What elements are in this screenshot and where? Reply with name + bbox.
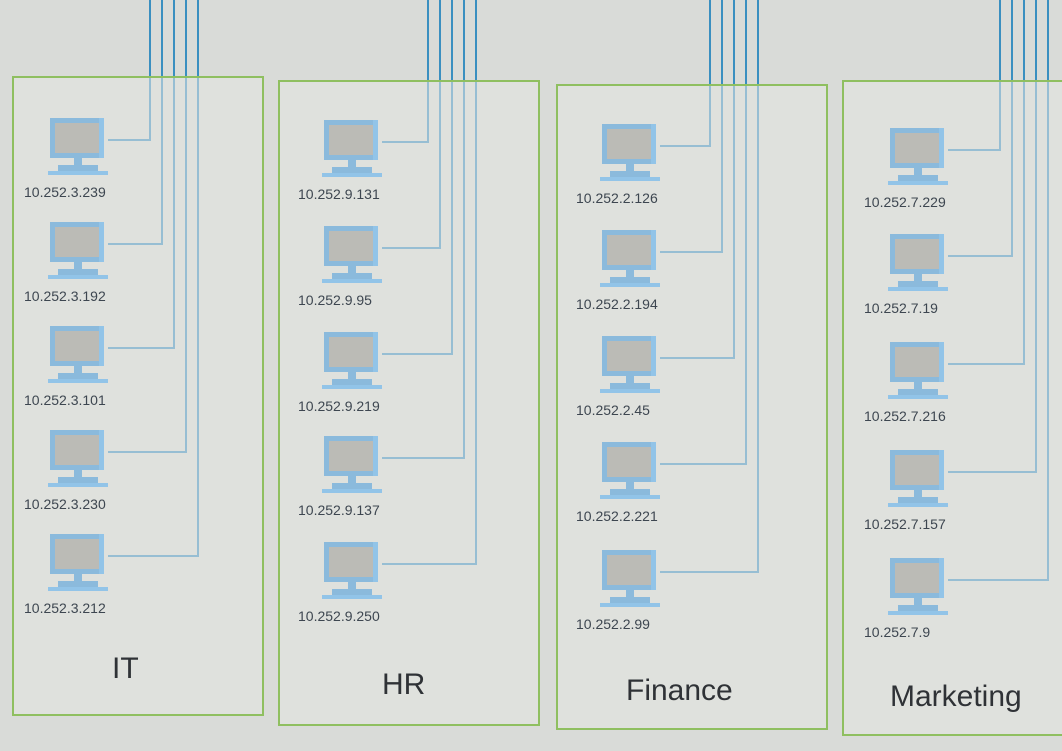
host-ip-label: 10.252.9.95 [298,292,372,308]
host-ip-label: 10.252.2.194 [576,296,658,312]
host-ip-label: 10.252.7.216 [864,408,946,424]
host-ip-label: 10.252.9.219 [298,398,380,414]
department-box-finance [556,84,828,730]
host-ip-label: 10.252.2.45 [576,402,650,418]
host-ip-label: 10.252.2.99 [576,616,650,632]
department-box-it [12,76,264,716]
host-ip-label: 10.252.9.137 [298,502,380,518]
host-ip-label: 10.252.2.221 [576,508,658,524]
host-ip-label: 10.252.3.101 [24,392,106,408]
host-ip-label: 10.252.3.212 [24,600,106,616]
host-ip-label: 10.252.7.19 [864,300,938,316]
host-ip-label: 10.252.3.230 [24,496,106,512]
host-ip-label: 10.252.2.126 [576,190,658,206]
host-ip-label: 10.252.7.9 [864,624,931,640]
host-ip-label: 10.252.7.229 [864,194,946,210]
host-ip-label: 10.252.3.239 [24,184,106,200]
department-box-marketing [842,80,1062,736]
host-ip-label: 10.252.3.192 [24,288,106,304]
host-ip-label: 10.252.9.131 [298,186,380,202]
department-label: HR [382,668,426,701]
department-label: Finance [626,674,733,707]
host-ip-label: 10.252.9.250 [298,608,380,624]
department-label: Marketing [890,680,1022,713]
department-box-hr [278,80,540,726]
department-label: IT [112,652,139,685]
host-ip-label: 10.252.7.157 [864,516,946,532]
